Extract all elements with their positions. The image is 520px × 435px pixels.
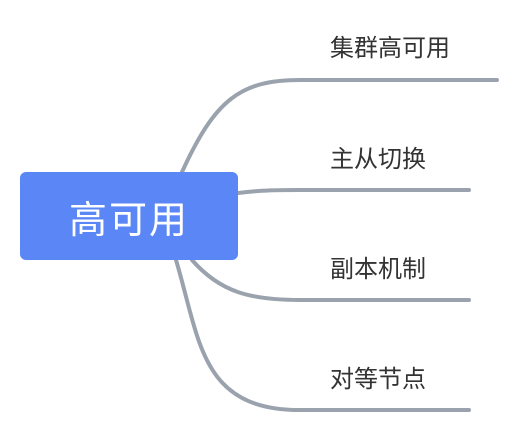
branch-label-4[interactable]: 对等节点: [330, 365, 426, 393]
connector-3: [190, 258, 471, 302]
branch-label-3[interactable]: 副本机制: [330, 255, 426, 283]
branch-label-1[interactable]: 集群高可用: [330, 34, 450, 62]
root-node-label: 高可用: [68, 197, 189, 242]
branch-label-2[interactable]: 主从切换: [330, 145, 426, 173]
connector-1: [180, 78, 499, 174]
root-node[interactable]: 高可用: [20, 172, 238, 260]
connector-lines: [174, 78, 499, 412]
connector-4: [174, 258, 471, 412]
connector-2: [236, 188, 471, 195]
